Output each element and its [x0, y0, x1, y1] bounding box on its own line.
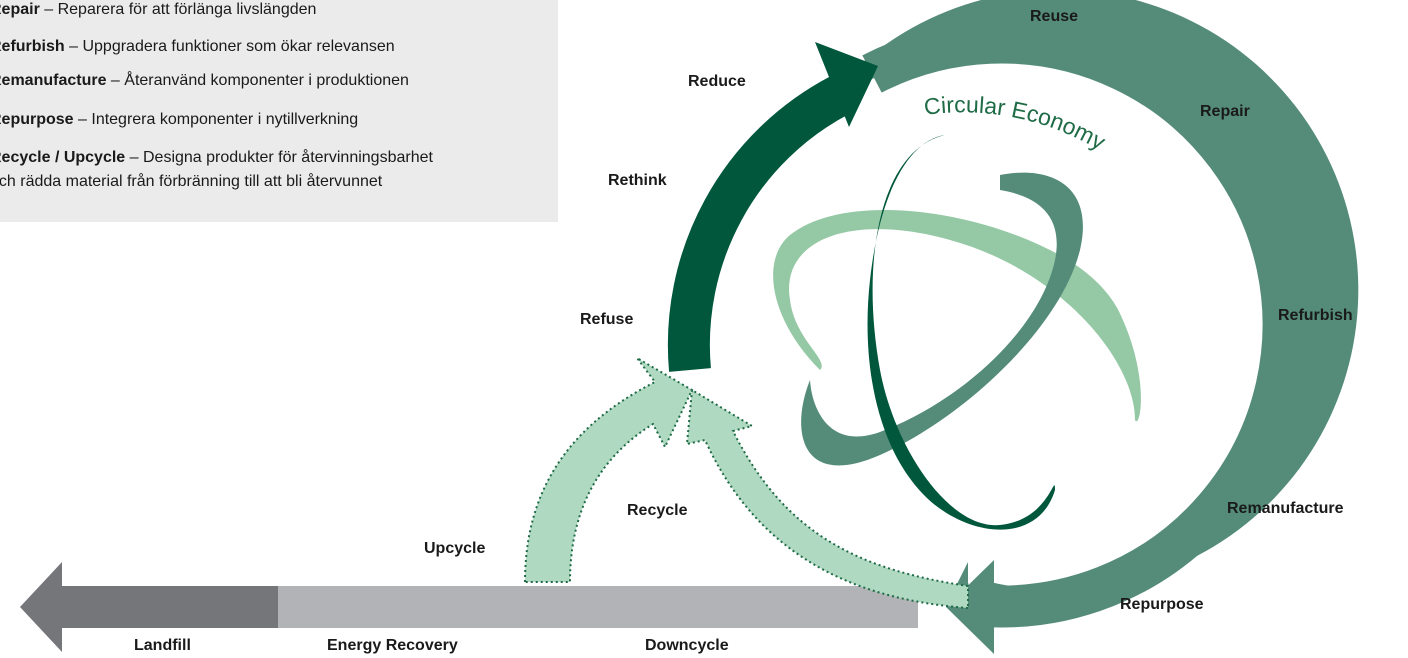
repurpose-arrowhead [946, 560, 994, 654]
label-downcycle: Downcycle [645, 637, 729, 654]
label-upcycle: Upcycle [424, 540, 486, 557]
label-reuse: Reuse [1030, 8, 1079, 25]
definition-remanufacture: Remanufacture – Återanvänd komponenter i… [0, 72, 409, 89]
label-rethink: Rethink [608, 172, 667, 189]
landfill-arrow [20, 562, 278, 652]
definition-recycle-upcycle: Recycle / Upcycle – Designa produkter fö… [0, 149, 433, 166]
label-repair: Repair [1200, 103, 1250, 120]
light-green-orbit [773, 209, 1141, 422]
energy-recovery-bar [278, 586, 918, 628]
reduce-arrowhead [815, 42, 878, 127]
recycle-arrow [685, 388, 969, 610]
definitions-box: Repair – Reparera för att förlänga livsl… [0, 0, 558, 222]
label-recycle: Recycle [627, 502, 688, 519]
definition-repair: Repair – Reparera för att förlänga livsl… [0, 1, 317, 18]
label-energy-recovery: Energy Recovery [327, 637, 458, 654]
circle-title: Circular Economy [923, 91, 1111, 155]
label-repurpose: Repurpose [1120, 596, 1204, 613]
upcycle-arrow [523, 357, 694, 583]
mid-green-orbit [801, 172, 1083, 466]
label-remanufacture: Remanufacture [1227, 500, 1344, 517]
definition-repurpose: Repurpose – Integrera komponenter i nyti… [0, 111, 359, 128]
label-landfill: Landfill [134, 637, 191, 654]
outer-ring [862, 21, 1305, 628]
label-reduce: Reduce [688, 73, 746, 90]
refuse-to-reduce-arrow [667, 76, 850, 372]
label-refuse: Refuse [580, 311, 634, 328]
definition-refurbish: Refurbish – Uppgradera funktioner som ök… [0, 38, 395, 55]
label-refurbish: Refurbish [1278, 307, 1353, 324]
definition-recycle-continued: och rädda material från förbränning till… [0, 173, 383, 190]
